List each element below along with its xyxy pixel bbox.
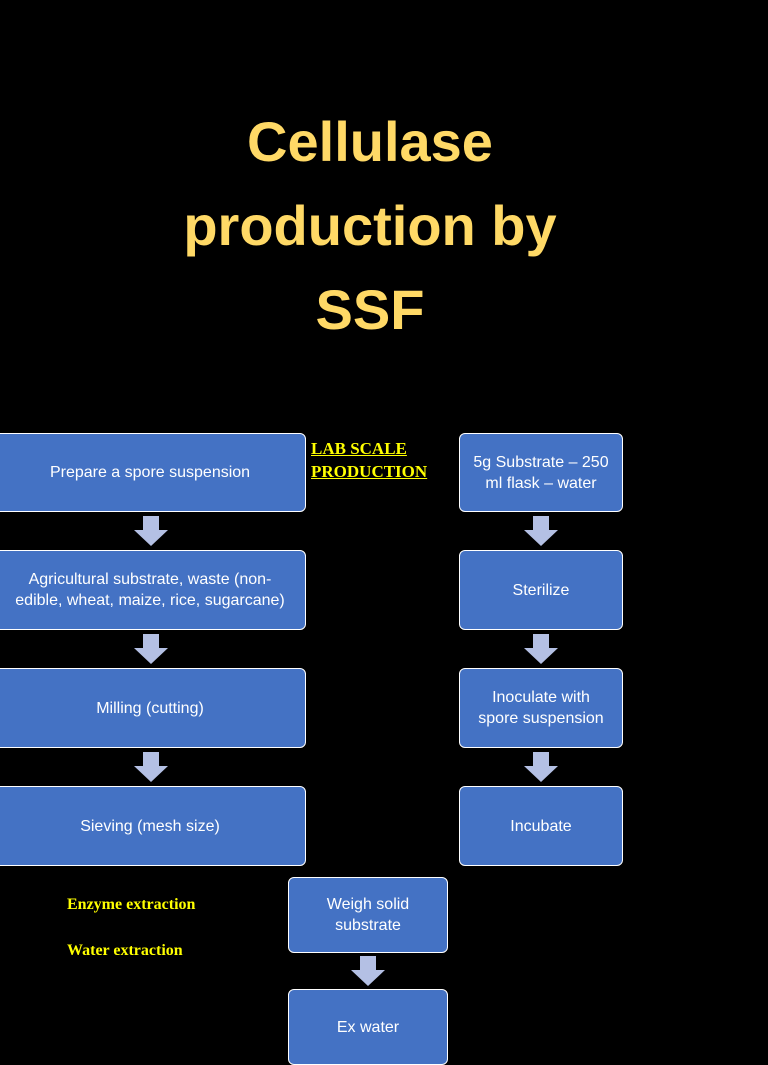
enzyme-extraction-label: Enzyme extraction	[67, 896, 196, 913]
step-weigh-solid-substrate: Weigh solid substrate	[288, 877, 448, 953]
step-agricultural-substrate: Agricultural substrate, waste (non-edibl…	[0, 550, 306, 630]
step-inoculate: Inoculate with spore suspension	[459, 668, 623, 748]
down-arrow-icon	[524, 752, 558, 782]
step-prepare-spore-suspension: Prepare a spore suspension	[0, 433, 306, 512]
water-extraction-label: Water extraction	[67, 942, 183, 959]
lab-scale-line-1: LAB SCALE	[311, 439, 407, 458]
lab-scale-line-2: PRODUCTION	[311, 462, 428, 481]
step-substrate-flask: 5g Substrate – 250 ml flask – water	[459, 433, 623, 512]
down-arrow-icon	[134, 516, 168, 546]
title-line-2: production by	[183, 194, 557, 257]
step-sterilize: Sterilize	[459, 550, 623, 630]
step-incubate: Incubate	[459, 786, 623, 866]
lab-scale-label: LAB SCALE PRODUCTION	[311, 437, 427, 483]
slide-title: Cellulase production by SSF	[100, 100, 640, 352]
step-sieving: Sieving (mesh size)	[0, 786, 306, 866]
step-milling: Milling (cutting)	[0, 668, 306, 748]
down-arrow-icon	[524, 516, 558, 546]
down-arrow-icon	[134, 752, 168, 782]
down-arrow-icon	[524, 634, 558, 664]
title-line-3: SSF	[315, 278, 425, 341]
down-arrow-icon	[134, 634, 168, 664]
step-ex-water: Ex water	[288, 989, 448, 1065]
down-arrow-icon	[351, 956, 385, 986]
title-line-1: Cellulase	[247, 110, 493, 173]
